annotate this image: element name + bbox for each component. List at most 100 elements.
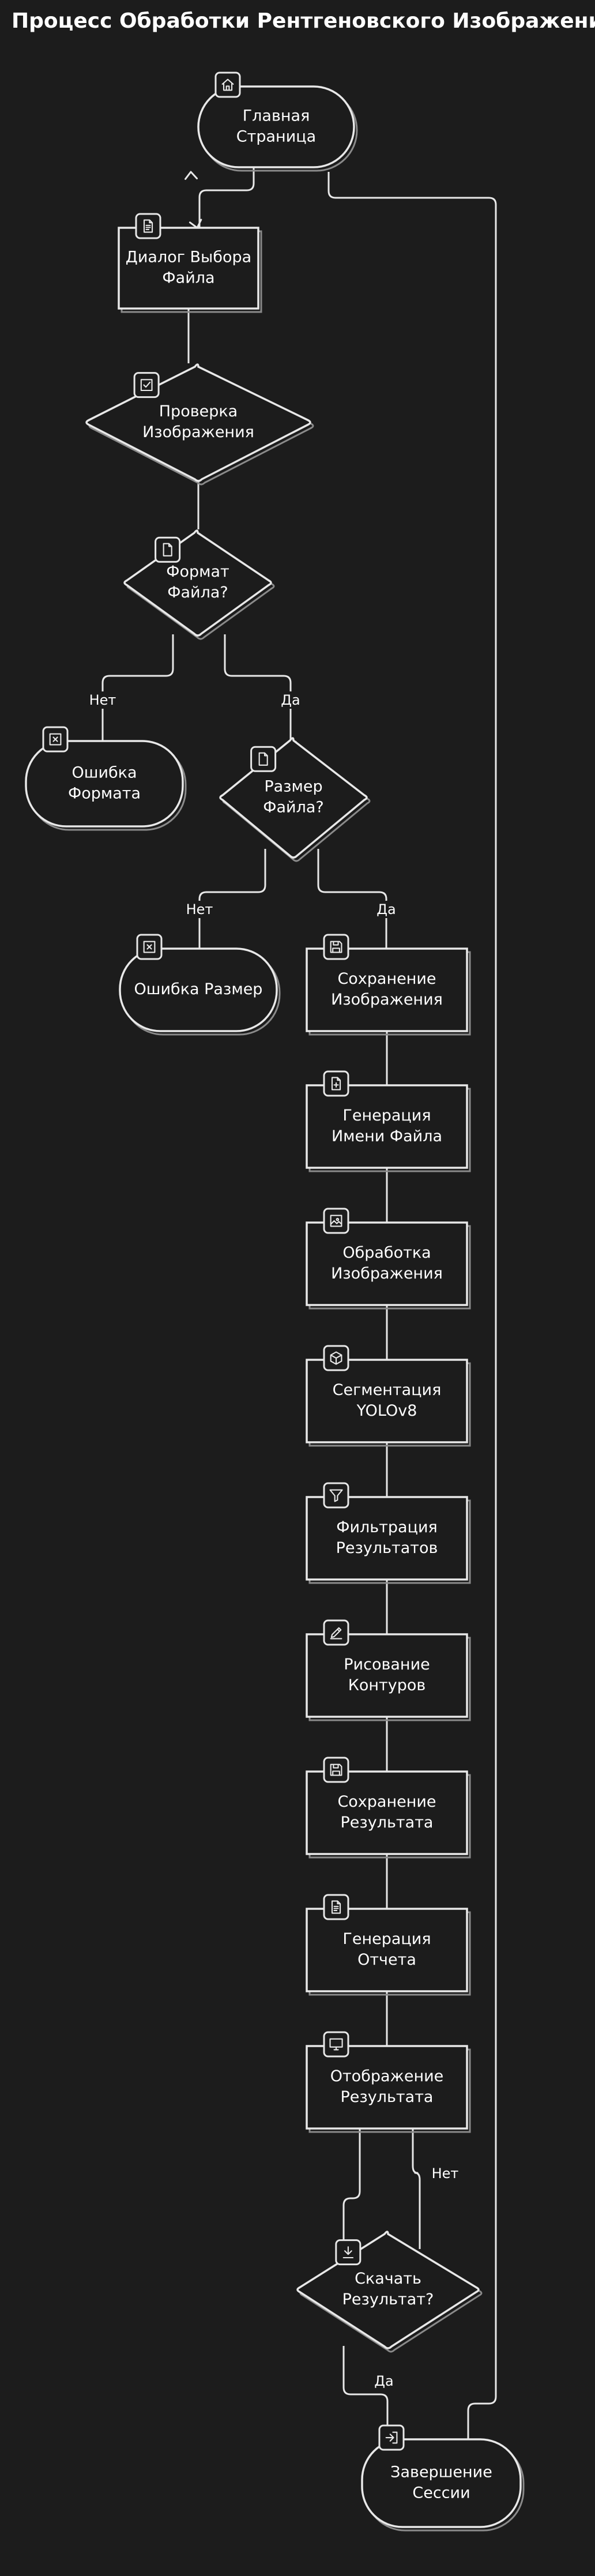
node-label: Результата — [341, 1814, 434, 1832]
edge-home-dialog — [189, 167, 255, 229]
node-label: Изображения — [142, 423, 254, 441]
pencil-icon — [323, 1619, 349, 1646]
svg-text:Да: Да — [376, 901, 396, 917]
node-size-error: Ошибка Размер — [119, 934, 281, 1036]
node-label: Рисование — [344, 1656, 430, 1674]
node-label: Главная — [243, 107, 310, 125]
node-label: Сессии — [412, 2484, 470, 2502]
x-square-icon — [42, 726, 69, 753]
node-label: Изображения — [331, 991, 443, 1009]
box-icon — [323, 1345, 349, 1371]
node-shape — [119, 947, 278, 1032]
node-shape — [85, 363, 311, 482]
node-label: Размер — [264, 778, 322, 796]
svg-text:Нет: Нет — [432, 2165, 459, 2182]
check-square-icon — [133, 372, 160, 398]
node-label: Генерация — [342, 1107, 431, 1125]
node-label: Проверка — [159, 403, 238, 420]
node-label: Генерация — [342, 1930, 431, 1948]
save-icon — [323, 1757, 349, 1783]
svg-text:Нет: Нет — [186, 901, 213, 917]
node-label: Фильтрация — [336, 1518, 438, 1536]
node-shape — [306, 1084, 468, 1169]
node-label: Результатов — [336, 1539, 438, 1557]
node-label: Файла? — [167, 584, 228, 601]
node-label: Сохранение — [337, 1793, 436, 1811]
node-shape — [306, 1221, 468, 1306]
file-text-icon — [323, 1894, 349, 1920]
node-label: Завершение — [390, 2464, 492, 2481]
node-label: Скачать — [355, 2270, 421, 2288]
node-shape — [118, 227, 259, 310]
diagram-title: Процесс Обработки Рентгеновского Изображ… — [12, 9, 595, 33]
download-icon — [335, 2239, 361, 2266]
node-shape — [306, 1633, 468, 1718]
edge-format-size — [224, 634, 292, 750]
save-icon — [323, 934, 349, 960]
node-label: Страница — [236, 128, 316, 146]
node-shape — [306, 1496, 468, 1581]
file-icon — [155, 536, 181, 563]
node-shape — [123, 529, 272, 637]
node-label: Ошибка Размер — [134, 980, 263, 998]
node-shape — [219, 737, 368, 859]
edge-label-download-no: Нет — [430, 2165, 461, 2182]
node-label: Сегментация — [333, 1381, 442, 1399]
edge-format-error — [101, 634, 174, 741]
node-shape — [296, 2231, 480, 2349]
svg-text:Да: Да — [374, 2373, 393, 2389]
edge-display-download — [342, 2129, 361, 2246]
log-out-icon — [378, 2424, 405, 2451]
node-label: Формат — [166, 563, 229, 581]
node-shape — [306, 1359, 468, 1443]
node-shape — [25, 740, 184, 828]
edge-size-error — [198, 849, 266, 949]
node-label: Сохранение — [337, 970, 436, 988]
edge-download-display — [412, 2129, 421, 2249]
file-icon — [250, 746, 277, 772]
node-shape — [197, 85, 355, 168]
edge-label-format-yes: Да — [279, 691, 302, 709]
node-label: Файла — [162, 269, 214, 287]
node-shape — [306, 1770, 468, 1855]
x-square-icon — [136, 934, 163, 960]
edge-size-save — [317, 849, 387, 949]
node-label: Изображения — [331, 1265, 443, 1283]
node-label: Обработка — [342, 1244, 431, 1262]
node-label: YOLOv8 — [356, 1402, 417, 1420]
edge-download-end — [342, 2346, 389, 2445]
node-label: Результат? — [342, 2291, 434, 2308]
node-shape — [306, 947, 468, 1032]
svg-text:Нет: Нет — [89, 692, 116, 708]
home-icon — [214, 72, 241, 98]
edge-label-size-no: Нет — [184, 901, 215, 918]
node-label: Результата — [341, 2088, 434, 2106]
node-label: Отчета — [357, 1951, 416, 1969]
svg-text:Да: Да — [281, 692, 300, 708]
edge-label-download-yes: Да — [372, 2372, 396, 2390]
monitor-icon — [323, 2031, 349, 2058]
edge-label-format-no: Нет — [87, 691, 118, 709]
edge-label-size-yes: Да — [375, 901, 398, 918]
node-label: Отображение — [330, 2067, 444, 2085]
node-shape — [306, 1908, 468, 1992]
node-label: Контуров — [348, 1676, 426, 1694]
file-plus-icon — [323, 1070, 349, 1097]
node-shape — [306, 2045, 468, 2130]
